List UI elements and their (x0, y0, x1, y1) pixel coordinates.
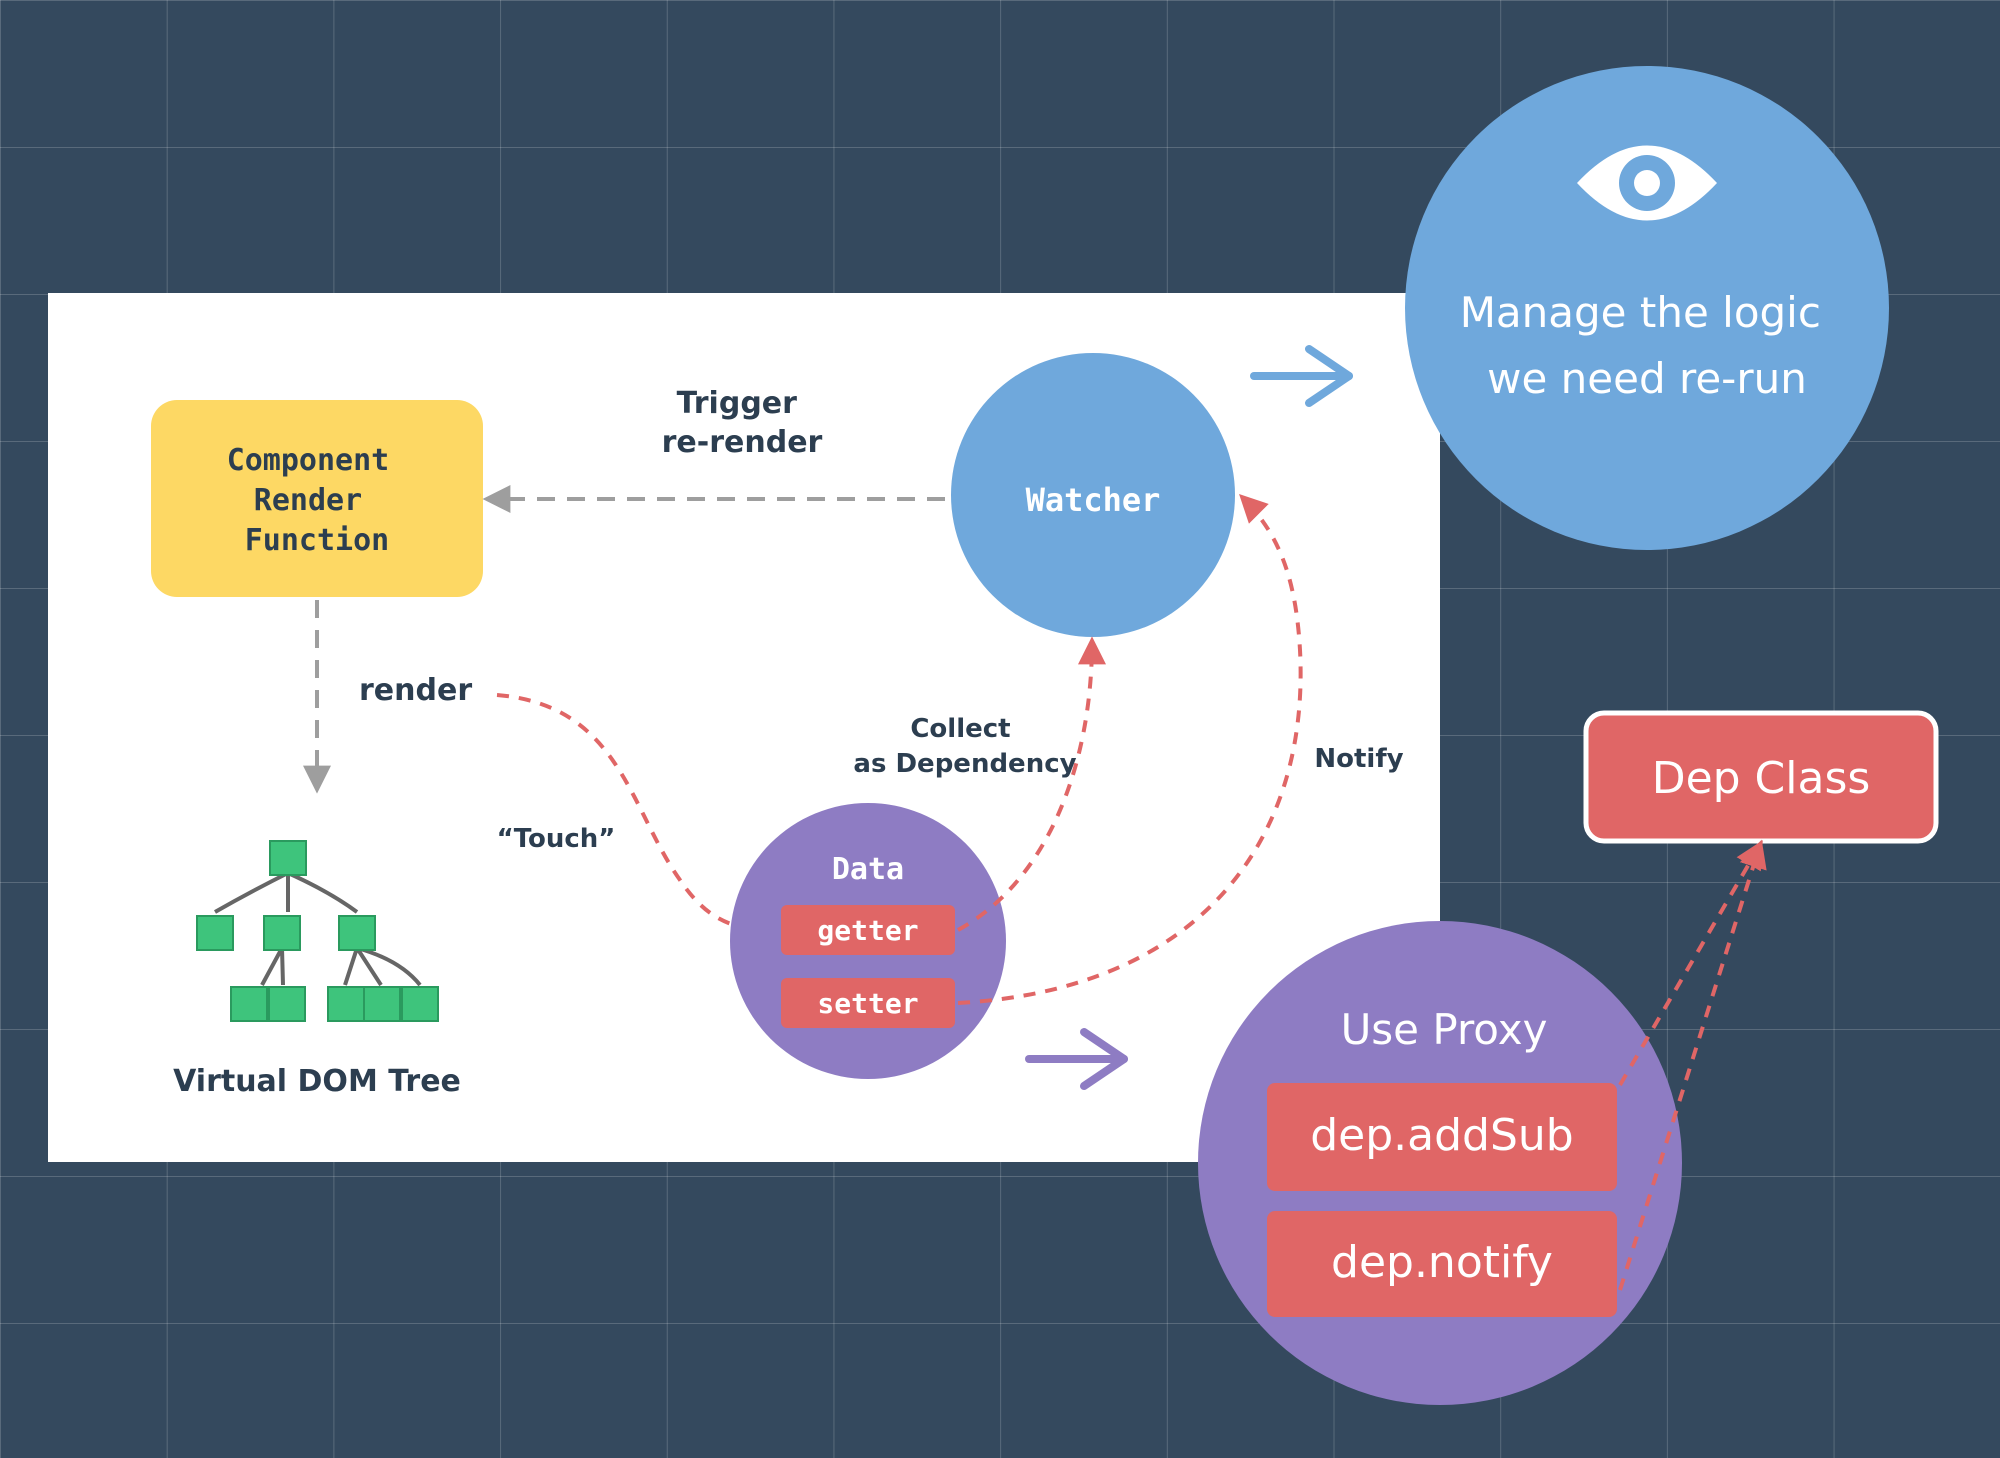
watcher-label: Watcher (1026, 481, 1161, 519)
touch-arrow (496, 693, 782, 944)
watcher-info-line-2: we need re-run (1487, 354, 1807, 403)
watcher-info-circle (1405, 66, 1889, 550)
render-label: render (359, 673, 472, 708)
virtual-dom-tree-label: Virtual DOM Tree (173, 1064, 461, 1099)
data-callout-arrow (1025, 1028, 1128, 1090)
notify-label: Notify (1314, 744, 1403, 774)
notify-arrow (957, 494, 1303, 1005)
collect-label-line-2: as Dependency (853, 749, 1076, 779)
data-label: Data (832, 852, 904, 887)
trigger-label-line-1: Trigger (677, 386, 798, 421)
svg-text:Collect as Dependency: Collect as Dependency (853, 714, 1076, 779)
svg-text:Component Render Funct: Component Render Function (227, 443, 408, 558)
watcher-info-line-1: Manage the logic (1460, 288, 1821, 337)
component-render-line-1: Component (227, 443, 390, 478)
collect-label-line-1: Collect (910, 714, 1010, 744)
watcher-circle (951, 353, 1235, 637)
dep-notify-pill (1267, 1211, 1617, 1317)
svg-text:Trigger re-render: Trigger re-render (662, 386, 823, 460)
component-render-box (151, 400, 483, 597)
watcher-callout-arrow (1250, 345, 1353, 407)
virtual-dom-tree-nodes (196, 840, 439, 1022)
getter-pill (781, 905, 955, 955)
component-render-line-2: Render (254, 483, 362, 518)
component-render-line-3: Function (245, 523, 390, 558)
touch-label: “Touch” (497, 824, 616, 854)
notify-to-dep-class-arrow (1618, 839, 1767, 1291)
setter-label: setter (817, 987, 918, 1020)
dep-notify-label: dep.notify (1331, 1237, 1553, 1288)
dep-class-label: Dep Class (1652, 753, 1871, 804)
proxy-title: Use Proxy (1341, 1005, 1548, 1054)
setter-pill (781, 978, 955, 1028)
getter-label: getter (817, 914, 918, 947)
virtual-dom-tree-icon (214, 871, 422, 987)
addsub-to-dep-class-arrow (1618, 840, 1763, 1087)
dep-addsub-label: dep.addSub (1310, 1110, 1573, 1161)
trigger-label-line-2: re-render (662, 425, 823, 460)
collect-dependency-arrow (957, 636, 1106, 932)
eye-icon (1577, 145, 1717, 221)
dep-addsub-pill (1267, 1083, 1617, 1191)
svg-text:Manage the logic we need r: Manage the logic we need re-run (1460, 288, 1835, 403)
